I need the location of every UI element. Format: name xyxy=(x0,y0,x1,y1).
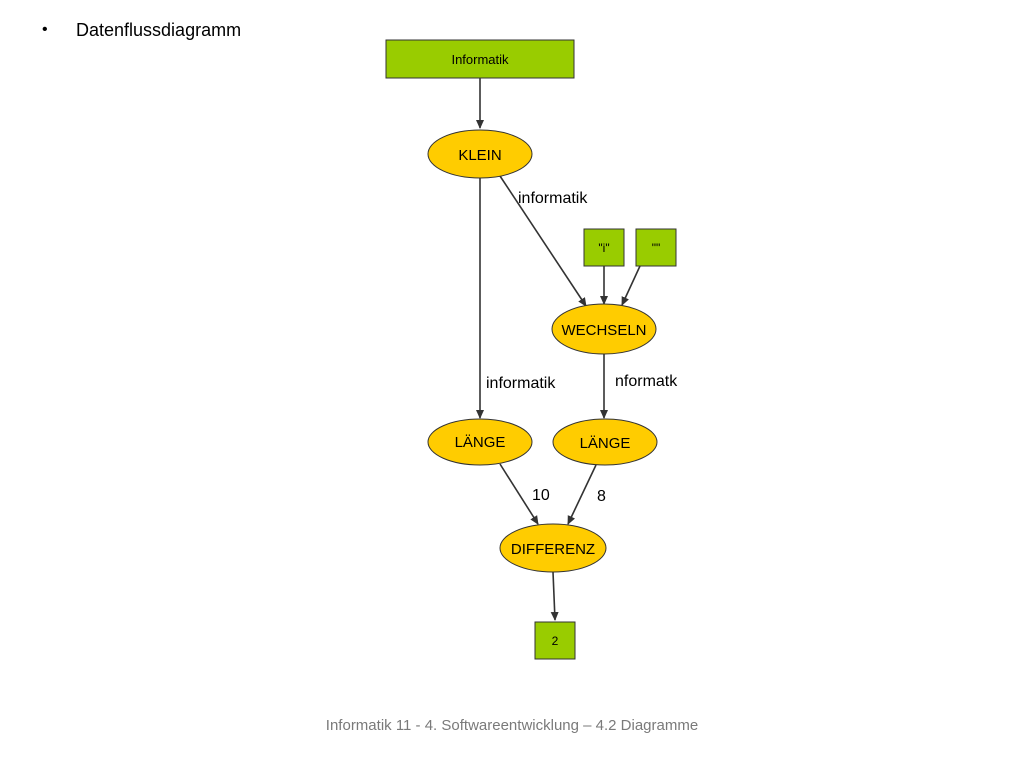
edge-label-wechseln-laenge: nformatk xyxy=(615,373,678,390)
output-label: 2 xyxy=(552,634,559,648)
param-i-label: "i" xyxy=(598,241,609,255)
edge-label-klein-laenge: informatik xyxy=(486,375,556,392)
param-empty-label: "" xyxy=(652,241,661,255)
input-box-param-i: "i" xyxy=(583,228,625,267)
bullet-item: • Datenflussdiagramm xyxy=(42,18,241,42)
slide-heading: Datenflussdiagramm xyxy=(76,20,242,40)
process-laenge-left-label: LÄNGE xyxy=(455,434,506,451)
process-wechseln: WECHSELN xyxy=(551,303,657,355)
process-laenge-right: LÄNGE xyxy=(552,418,658,466)
bullet-dot: • xyxy=(42,21,48,38)
edge-laenge-left-to-differenz xyxy=(499,463,539,525)
slide-footer: Informatik 11 - 4. Softwareentwicklung –… xyxy=(325,717,699,734)
edge-label-klein-wechseln: informatik xyxy=(518,190,588,207)
edge-differenz-to-output xyxy=(550,571,559,621)
process-laenge-left: LÄNGE xyxy=(427,418,533,466)
process-laenge-right-label: LÄNGE xyxy=(580,435,631,452)
edge-klein-to-wechseln xyxy=(499,175,587,307)
edge-label-laenge-right-differenz: 8 xyxy=(597,488,606,505)
input-box-source: Informatik xyxy=(385,39,575,79)
input-source-label: Informatik xyxy=(451,52,509,67)
edge-label-laenge-left-differenz: 10 xyxy=(532,487,550,504)
output-box: 2 xyxy=(534,621,576,660)
process-differenz-label: DIFFERENZ xyxy=(511,541,595,558)
edges xyxy=(476,78,641,621)
process-klein-label: KLEIN xyxy=(458,147,501,164)
input-box-param-empty: "" xyxy=(635,228,677,267)
process-klein: KLEIN xyxy=(427,129,533,179)
edge-laenge-right-to-differenz xyxy=(567,464,597,525)
process-wechseln-label: WECHSELN xyxy=(561,322,646,339)
edge-param-empty-to-wechseln xyxy=(621,265,641,306)
process-differenz: DIFFERENZ xyxy=(499,523,607,573)
